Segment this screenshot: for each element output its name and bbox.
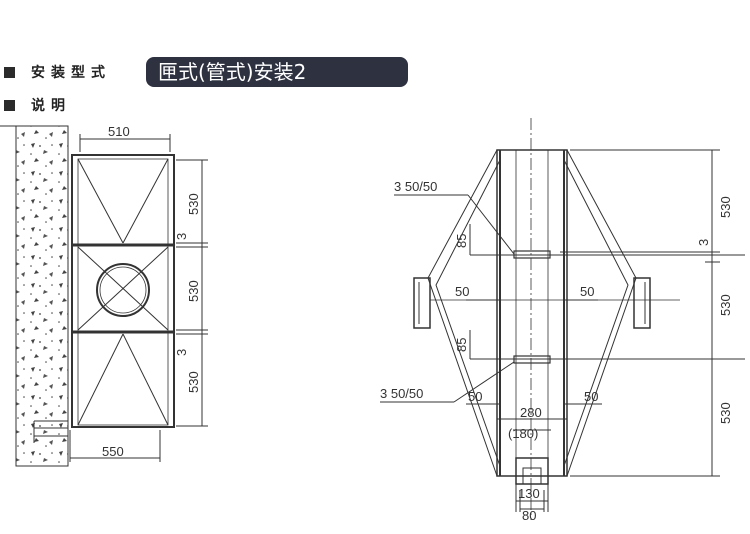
dim-50-left-top: 50 (455, 284, 469, 299)
right-dim-530-b: 530 (718, 294, 733, 316)
right-side-flange (633, 277, 651, 329)
left-dim-530-c: 530 (186, 371, 201, 393)
left-dim-3-b: 3 (174, 349, 189, 356)
left-dim-530-b: 530 (186, 280, 201, 302)
dim-50-right-top: 50 (580, 284, 594, 299)
left-dim-labels: 510 550 530 3 530 3 530 (102, 124, 201, 459)
leader-label-bottom: 3 50/50 (380, 386, 423, 401)
left-side-flange (413, 277, 431, 329)
wall-bracket (33, 420, 68, 443)
right-dim-3: 3 (696, 239, 711, 246)
width-280: 280 (520, 405, 542, 420)
notes-row: 说明 (4, 95, 71, 115)
dim-50-left-bottom: 50 (468, 389, 482, 404)
left-dim-530-a: 530 (186, 193, 201, 215)
bullet-square-icon (4, 66, 15, 78)
box-frame (71, 154, 175, 428)
install-type-value: 匣式(管式)安装2 (146, 57, 408, 87)
notes-label: 说明 (31, 98, 71, 114)
center-column (496, 149, 568, 477)
dim-50-right-bottom: 50 (584, 389, 598, 404)
concrete-wall (15, 125, 69, 467)
base-bracket (515, 457, 549, 485)
left-top-width-label: 510 (108, 124, 130, 139)
right-section-view (380, 118, 745, 520)
dim-85-bottom: 85 (454, 338, 469, 352)
install-type-row: 安装型式 (4, 62, 111, 82)
left-dim-3-a: 3 (174, 233, 189, 240)
right-dim-labels: 3 50/50 3 50/50 85 85 50 50 50 50 280 (1… (380, 179, 733, 523)
right-dim-530-c: 530 (718, 402, 733, 424)
left-bottom-width-label: 550 (102, 444, 124, 459)
base-130: 130 (518, 486, 540, 501)
width-180: (180) (508, 426, 538, 441)
right-dim-530-a: 530 (718, 196, 733, 218)
install-type-label: 安装型式 (31, 65, 111, 81)
duct-opening (96, 263, 150, 317)
dim-85-top: 85 (454, 234, 469, 248)
left-elevation-view (0, 125, 208, 467)
bullet-square-icon (4, 99, 15, 111)
leader-label-top: 3 50/50 (394, 179, 437, 194)
base-80: 80 (522, 508, 536, 523)
